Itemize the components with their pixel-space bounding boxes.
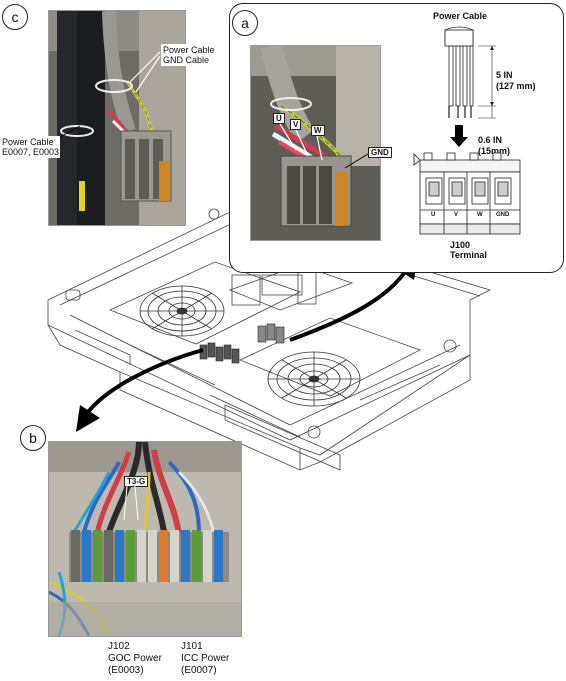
fan-left-icon <box>139 285 225 337</box>
terminal-block-j100-drawing <box>257 323 285 344</box>
j101-caption: J101 ICC Power (E0007) <box>181 641 230 676</box>
power-cable-title: Power Cable <box>433 11 488 21</box>
phase-label-gnd: GND <box>368 147 392 158</box>
badge-a: a <box>232 10 258 36</box>
terminal-slot-w: W <box>477 212 483 218</box>
photo-b <box>48 441 242 637</box>
terminal-slot-gnd: GND <box>496 212 510 218</box>
phase-label-w: W <box>311 125 325 136</box>
badge-b: b <box>20 425 46 451</box>
badge-c: c <box>2 4 28 30</box>
fan-right-icon <box>267 351 361 407</box>
cable-length-label: 5 IN (127 mm) <box>496 70 536 91</box>
power-cable-label: Power Cable E0007, E0003 <box>1 136 61 158</box>
j102-caption: J102 GOC Power (E0003) <box>108 641 162 676</box>
power-gnd-cable-label: Power Cable GND Cable <box>161 44 217 66</box>
j100-terminal-caption: J100 Terminal <box>450 240 487 260</box>
terminal-slot-u: U <box>431 212 436 218</box>
terminal-slot-v: V <box>454 212 459 218</box>
strip-length-label: 0.6 IN (15mm) <box>478 135 511 156</box>
arrow-to-a <box>289 270 407 342</box>
arrow-to-b <box>86 348 204 414</box>
t3g-tag: T3-G <box>124 476 149 487</box>
phase-label-u: U <box>273 113 285 124</box>
phase-label-v: V <box>290 119 302 130</box>
photo-a <box>250 45 381 241</box>
